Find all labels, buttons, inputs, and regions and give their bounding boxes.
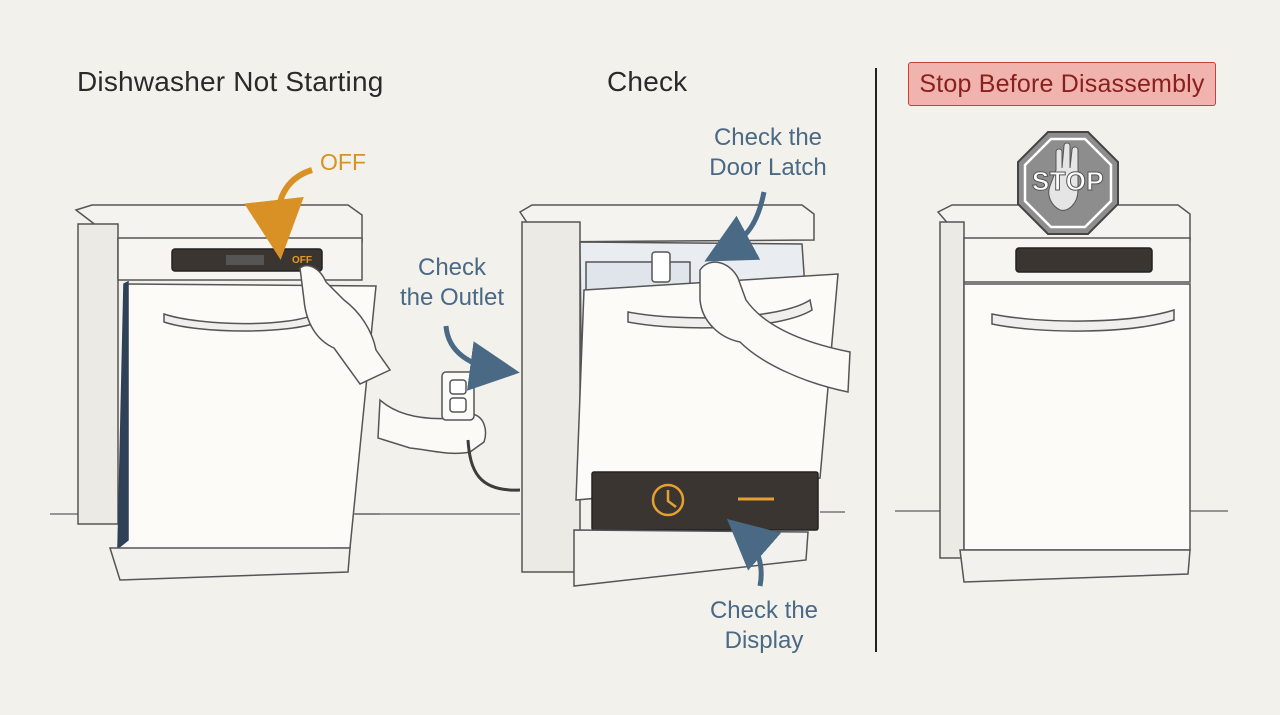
dishwasher-stop [936,204,1191,583]
heading-check: Check [607,66,688,97]
callout-check-display: Check the Display [696,596,832,656]
heading-stop-before-disassembly: Stop Before Disassembly [908,62,1216,106]
arrow-icon [244,167,313,260]
callout-line: Check the [709,597,819,624]
outlet-icon [441,371,521,492]
callout-line: Check [417,254,487,281]
callout-check-latch: Check the Door Latch [700,123,836,183]
hand-pressing-button [299,264,392,385]
callout-line: Display [724,627,804,654]
callout-line: Door Latch [709,154,827,181]
clock-icon [651,483,685,517]
arrow-icon [443,325,520,391]
hand-unplugging [377,398,487,455]
dishwasher-check [518,204,839,587]
callout-line: Check the [713,124,823,151]
dishwasher-off [74,204,377,581]
callout-check-outlet: Check the Outlet [396,253,508,313]
stop-sign-text: STOP [1031,166,1105,197]
arrow-icon [704,191,767,262]
hand-on-latch [699,261,851,393]
callout-off: OFF [320,149,366,175]
callout-line: the Outlet [399,284,505,311]
arrow-icon [726,518,782,587]
heading-not-starting: Dishwasher Not Starting [77,66,384,97]
hand-icon [1048,142,1079,211]
control-panel-off-label: OFF [292,255,312,266]
